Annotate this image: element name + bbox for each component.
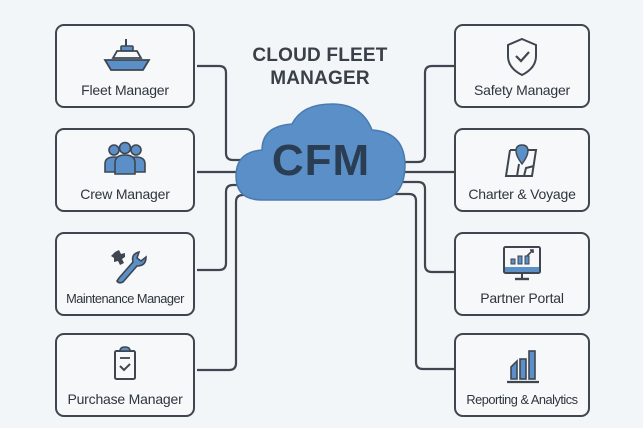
wrench-gear-icon: [95, 244, 155, 286]
title-line-2: MANAGER: [270, 68, 370, 89]
diagram-title: CLOUD FLEET MANAGER: [220, 44, 420, 90]
monitor-chart-icon: [492, 244, 552, 286]
module-label: Fleet Manager: [81, 82, 169, 98]
connector-partner-portal: [400, 180, 454, 274]
module-label: Charter & Voyage: [468, 186, 576, 202]
bar-chart-icon: [492, 345, 552, 387]
module-label: Safety Manager: [473, 82, 571, 98]
module-partner-portal[interactable]: Partner Portal: [454, 232, 590, 316]
clipboard-check-icon: [95, 345, 155, 387]
module-label: Purchase Manager: [67, 391, 183, 407]
map-pin-icon: [492, 140, 552, 182]
module-label: Reporting & Analytics: [466, 392, 578, 407]
ship-icon: [95, 36, 155, 78]
connector-reporting-analytics: [392, 192, 454, 371]
module-crew-manager[interactable]: Crew Manager: [55, 128, 195, 212]
module-fleet-manager[interactable]: Fleet Manager: [55, 24, 195, 108]
module-label: Maintenance Manager: [66, 291, 184, 306]
shield-check-icon: [492, 36, 552, 78]
module-charter-voyage[interactable]: Charter & Voyage: [454, 128, 590, 212]
module-reporting-analytics[interactable]: Reporting & Analytics: [454, 333, 590, 417]
module-safety-manager[interactable]: Safety Manager: [454, 24, 590, 108]
module-label: Crew Manager: [80, 186, 170, 202]
hub-label: CFM: [271, 136, 371, 185]
title-line-1: CLOUD FLEET: [252, 45, 388, 66]
cloud-icon: [235, 103, 406, 201]
connector-safety-manager: [398, 64, 454, 164]
module-purchase-manager[interactable]: Purchase Manager: [55, 333, 195, 417]
connector-purchase-manager: [197, 193, 252, 372]
connector-fleet-manager: [197, 64, 245, 162]
module-maintenance-manager[interactable]: Maintenance Manager: [55, 232, 195, 316]
module-label: Partner Portal: [480, 290, 564, 306]
connector-maintenance-manager: [197, 183, 244, 272]
crew-icon: [95, 140, 155, 182]
